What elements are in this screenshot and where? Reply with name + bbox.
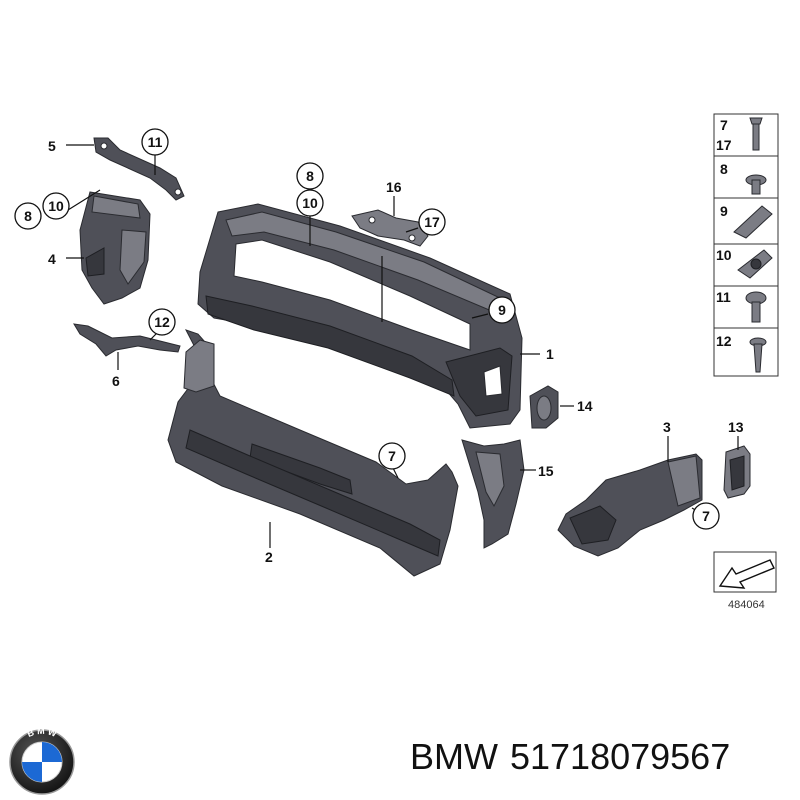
- legend-label-12: 12: [716, 333, 732, 349]
- callout-14: 14: [577, 398, 593, 414]
- svg-text:8: 8: [306, 168, 314, 184]
- callout-4: 4: [48, 251, 56, 267]
- svg-text:7: 7: [702, 508, 710, 524]
- callout-circle-10-left: 10: [42, 192, 70, 220]
- callout-13: 13: [728, 419, 744, 435]
- callout-circle-10-top: 10: [296, 189, 324, 217]
- svg-text:17: 17: [424, 214, 440, 230]
- legend-label-11: 11: [716, 289, 731, 305]
- svg-text:8: 8: [24, 208, 32, 224]
- screw-icon: [749, 117, 763, 151]
- legend-label-17: 17: [716, 137, 732, 153]
- part-15-bracket: [461, 439, 525, 549]
- legend-label-10: 10: [716, 247, 732, 263]
- callout-circle-12: 12: [148, 308, 176, 336]
- part-14-cover: [529, 385, 559, 429]
- spring-nut-icon: [737, 249, 773, 279]
- callout-3: 3: [663, 419, 671, 435]
- fastener-legend: 7 17 8 9 10 11 12: [713, 113, 779, 377]
- part-16-plate: [351, 209, 429, 247]
- legend-label-7: 7: [720, 117, 728, 133]
- callout-16: 16: [386, 179, 402, 195]
- svg-text:11: 11: [148, 134, 163, 150]
- part-4-air-duct: [79, 191, 151, 305]
- part-6-bracket: [73, 323, 181, 357]
- svg-text:9: 9: [498, 302, 506, 318]
- callout-1: 1: [546, 346, 554, 362]
- callout-circle-17: 17: [418, 208, 446, 236]
- caption-brand: BMW: [410, 736, 498, 777]
- callout-6: 6: [112, 373, 120, 389]
- svg-text:10: 10: [48, 198, 64, 214]
- callout-5: 5: [48, 138, 56, 154]
- callout-2: 2: [265, 549, 273, 565]
- svg-text:B M W: B M W: [26, 726, 59, 739]
- bolt-icon: [745, 174, 767, 195]
- caption-part-number: 51718079567: [509, 736, 731, 777]
- svg-text:10: 10: [302, 195, 318, 211]
- part-caption: BMW 51718079567: [410, 736, 742, 778]
- part-1-frame: [197, 203, 523, 429]
- expansion-rivet-icon: [749, 337, 767, 373]
- callout-circle-8-top: 8: [296, 162, 324, 190]
- callout-circle-7-right: 7: [692, 502, 720, 530]
- callout-circle-7-middle: 7: [378, 442, 406, 470]
- collar-screw-icon: [745, 291, 767, 323]
- diagram-reference-number: 484064: [728, 599, 765, 611]
- legend-label-8: 8: [720, 161, 728, 177]
- svg-text:7: 7: [388, 448, 396, 464]
- callout-15: 15: [538, 463, 554, 479]
- orientation-arrow-box: [713, 551, 777, 593]
- legend-label-9: 9: [720, 203, 728, 219]
- part-13-bracket: [723, 445, 751, 499]
- part-2-lower-guide: [167, 329, 459, 577]
- clip-nut-icon: [733, 205, 773, 239]
- callout-circle-11: 11: [141, 128, 169, 156]
- callout-circle-9: 9: [488, 296, 516, 324]
- part-3-air-duct: [557, 453, 703, 557]
- part-5-bracket: [93, 137, 185, 201]
- callout-circle-8-left: 8: [14, 202, 42, 230]
- svg-text:12: 12: [154, 314, 170, 330]
- bmw-logo: B M W: [9, 726, 75, 795]
